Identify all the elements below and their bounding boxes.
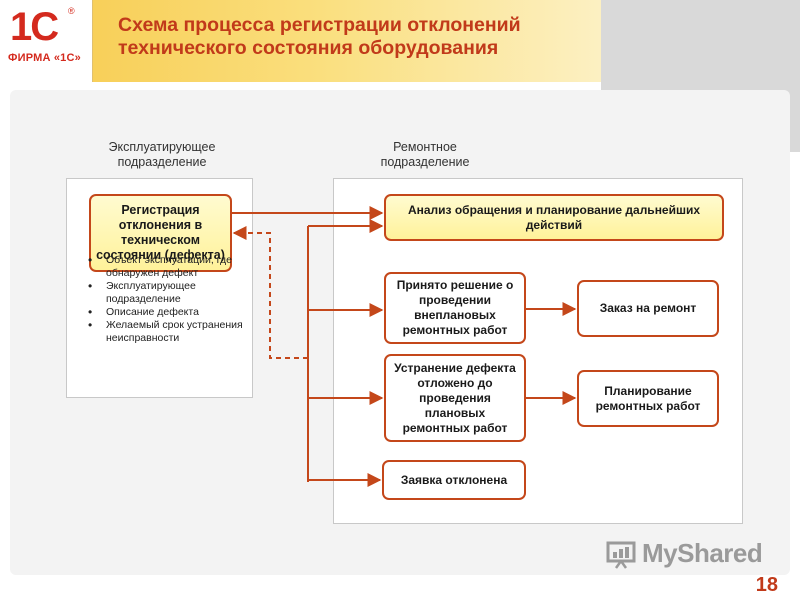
page-number: 18	[755, 574, 778, 596]
list-item: Объект эксплуатации, где обнаружен дефек…	[86, 254, 251, 280]
list-item: Описание дефекта	[86, 306, 251, 319]
watermark-text: MyShared	[642, 538, 763, 568]
slide-title: Схема процесса регистрации отклонений те…	[118, 14, 521, 59]
registration-fields-list: Объект эксплуатации, где обнаружен дефек…	[86, 254, 251, 345]
list-item: Эксплуатирующее подразделение	[86, 280, 251, 306]
node-rejected: Заявка отклонена	[382, 460, 526, 500]
node-analysis: Анализ обращения и планирование дальнейш…	[384, 194, 724, 241]
list-item: Желаемый срок устранения неисправности	[86, 319, 251, 345]
watermark: MyShared	[606, 538, 763, 569]
right-column-label: Ремонтное подразделение	[380, 140, 470, 169]
company-logo: 1С ® ФИРМА «1С»	[0, 0, 93, 82]
node-repair-order: Заказ на ремонт	[577, 280, 719, 337]
logo-text: ФИРМА «1С»	[8, 52, 81, 64]
node-planning: Планирование ремонтных работ	[577, 370, 719, 427]
node-unplanned-decision: Принято решение о проведении внеплановых…	[384, 272, 526, 344]
logo-registered-mark: ®	[68, 6, 75, 16]
logo-mark: 1С	[10, 5, 59, 49]
presentation-board-icon	[606, 541, 636, 569]
dashed-return-arrow	[232, 226, 308, 359]
node-postponed: Устранение дефекта отложено до проведени…	[384, 354, 526, 442]
left-column-label: Эксплуатирующее подразделение	[108, 140, 216, 169]
